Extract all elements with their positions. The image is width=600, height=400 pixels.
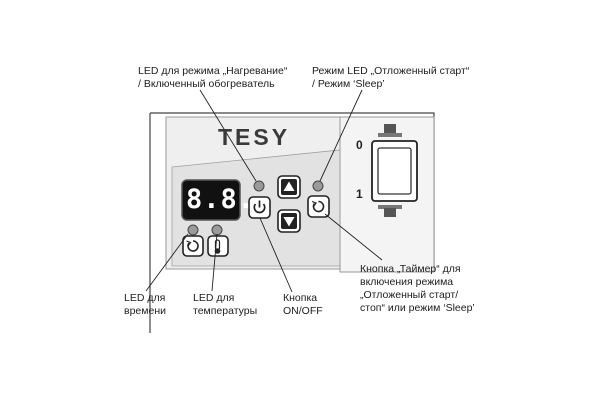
delayed-start-led bbox=[312, 180, 324, 192]
time-led bbox=[187, 224, 199, 236]
temperature-led-leader bbox=[211, 233, 218, 292]
timer-sleep-icon bbox=[312, 200, 325, 213]
arrow-up-icon bbox=[283, 181, 295, 191]
heating-led-leader bbox=[199, 89, 257, 182]
on-off-button-leader bbox=[259, 217, 293, 293]
on-off-button-callout: Кнопка ON/OFF bbox=[283, 292, 323, 317]
on-off-button[interactable] bbox=[248, 196, 271, 219]
timer-icon bbox=[187, 240, 199, 252]
time-button[interactable] bbox=[182, 235, 204, 257]
brand-logo: TESY bbox=[218, 124, 291, 150]
leader-lines bbox=[145, 89, 383, 293]
power-rocker-switch[interactable] bbox=[371, 124, 418, 217]
heating-led-callout: LED для режима „Нагревание“ / Включенный… bbox=[138, 65, 288, 90]
temperature-led bbox=[211, 224, 223, 236]
switch-on-label: 1 bbox=[356, 187, 363, 201]
timer-button[interactable] bbox=[307, 195, 330, 218]
down-button[interactable] bbox=[277, 209, 301, 233]
time-led-leader bbox=[145, 233, 189, 292]
heating-led bbox=[253, 180, 265, 192]
time-led-callout: LED для времени bbox=[124, 292, 166, 317]
timer-button-leader bbox=[324, 213, 383, 261]
delayed-start-led-leader bbox=[319, 89, 363, 182]
switch-off-label: 0 bbox=[356, 138, 363, 152]
timer-button-callout: Кнопка „Таймер“ для включения режима „От… bbox=[360, 263, 475, 314]
temperature-display: 8.8. bbox=[186, 184, 256, 215]
arrow-down-icon bbox=[283, 217, 295, 227]
temperature-led-callout: LED для температуры bbox=[193, 292, 258, 317]
up-button[interactable] bbox=[277, 175, 301, 199]
power-icon bbox=[253, 203, 266, 214]
temperature-button[interactable] bbox=[207, 235, 229, 257]
display-frame bbox=[181, 179, 241, 221]
delayed-start-led-callout: Режим LED „Отложенный старт“ / Режим ‘Sl… bbox=[312, 65, 470, 90]
